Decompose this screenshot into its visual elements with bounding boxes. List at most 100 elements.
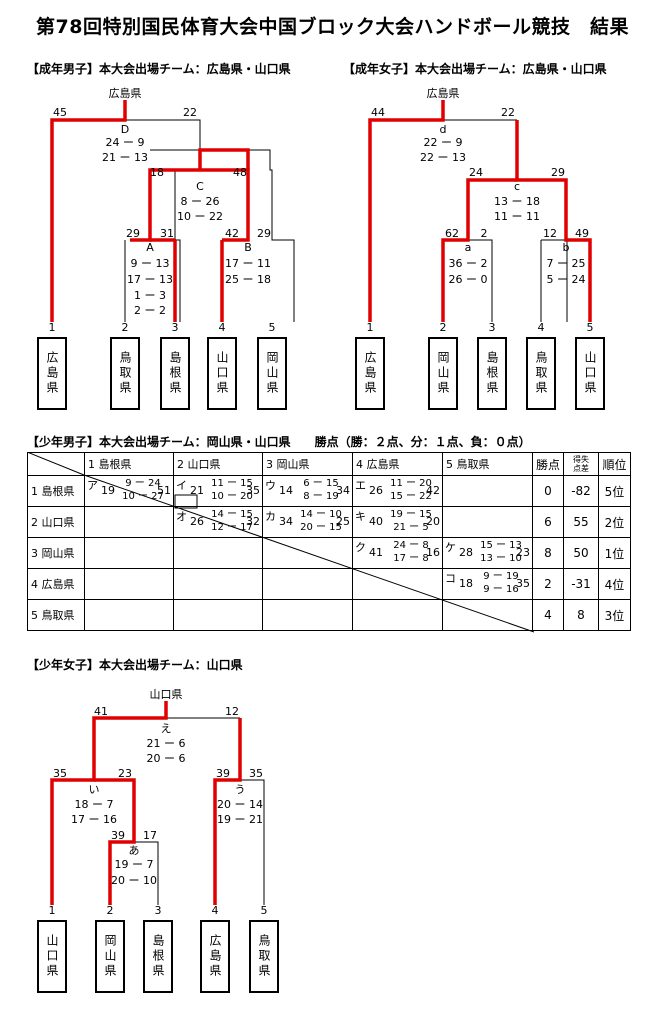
women-adult-match-d-score-1: 22 ー 9 — [424, 136, 463, 149]
row-team-score: 26 — [190, 515, 204, 528]
team-name: 山口県 — [583, 351, 597, 396]
result-cell — [173, 537, 263, 569]
team-box: 広島県 — [37, 337, 67, 410]
row-team-score: 19 — [101, 484, 115, 497]
team-box: 鳥取県 — [249, 920, 279, 993]
row-team-score: 18 — [459, 577, 473, 590]
result-cell — [442, 599, 533, 631]
half-score: 15 ー 22 — [390, 491, 432, 502]
women-adult-heading: 【成年女子】本大会出場チーム：広島県・山口県 — [343, 62, 607, 76]
team-name: 鳥取県 — [118, 351, 132, 396]
team-box: 鳥取県 — [110, 337, 140, 410]
result-cell — [173, 599, 263, 631]
men-adult-match-a-score-3: 1 ー 3 — [134, 289, 166, 302]
team-name: 広島県 — [208, 934, 222, 979]
diff-header-line: 点差 — [573, 464, 589, 473]
men-adult-top-label: 広島県 — [109, 86, 142, 100]
girls-match-e-id: え — [161, 722, 172, 735]
col-team-score: 16 — [426, 546, 440, 559]
half-score: 10 ー 27 — [122, 491, 164, 502]
girls-seed: 3 — [155, 904, 162, 917]
men-adult-match-a-left: 29 — [126, 227, 140, 240]
men-adult-match-c-left: 18 — [150, 166, 164, 179]
men-adult-match-c-score-2: 10 ー 22 — [177, 210, 223, 223]
half-score: 9 ー 16 — [483, 584, 519, 595]
boys-heading: 【少年男子】本大会出場チーム：岡山県・山口県 勝点（勝：２点、分：１点、負：０点… — [27, 435, 531, 449]
women-adult-seed: 3 — [489, 321, 496, 334]
diff-cell: -82 — [563, 475, 599, 507]
girls-seed: 4 — [212, 904, 219, 917]
men-adult-match-a-id: A — [146, 241, 154, 254]
half-scores: 9 ー 19 9 ー 16 — [473, 570, 529, 596]
team-name: 鳥取県 — [534, 351, 548, 396]
diff-cell: 55 — [563, 506, 599, 538]
diff-cell: 8 — [563, 599, 599, 631]
women-adult-match-a-score-2: 26 ー 0 — [449, 273, 488, 286]
rank-cell: 1位 — [598, 537, 631, 569]
half-score: 14 ー 15 — [211, 509, 253, 520]
half-score: 8 ー 19 — [303, 491, 339, 502]
match-code: キ — [355, 510, 366, 523]
team-name: 鳥取県 — [257, 934, 271, 979]
women-adult-seed: 2 — [440, 321, 447, 334]
girls-match-i-id: い — [89, 783, 100, 796]
rank-cell: 2位 — [598, 506, 631, 538]
half-score: 9 ー 19 — [483, 571, 519, 582]
girls-match-e-score-1: 21 ー 6 — [147, 737, 186, 750]
team-name: 広島県 — [363, 351, 377, 396]
team-name: 島根県 — [485, 351, 499, 396]
result-cell — [84, 568, 174, 600]
team-box: 島根県 — [160, 337, 190, 410]
men-adult-match-b-id: B — [244, 241, 252, 254]
men-adult-match-a-right: 31 — [160, 227, 174, 240]
men-adult-heading: 【成年男子】本大会出場チーム：広島県・山口県 — [27, 62, 291, 76]
team-box: 山口県 — [37, 920, 67, 993]
men-adult-match-d-id: D — [121, 123, 129, 136]
girls-match-a-score-2: 20 ー 10 — [111, 874, 157, 887]
girls-top-label: 山口県 — [150, 688, 183, 701]
result-cell — [442, 475, 533, 507]
men-adult-match-d-left: 45 — [53, 106, 67, 119]
men-adult-match-d-score-1: 24 ー 9 — [106, 136, 145, 149]
girls-match-i-score-1: 18 ー 7 — [75, 798, 114, 811]
half-score: 11 ー 20 — [390, 478, 432, 489]
girls-match-u-id: う — [235, 783, 246, 796]
row-team-score: 28 — [459, 546, 473, 559]
col-team-score: 25 — [336, 515, 350, 528]
result-cell — [262, 599, 353, 631]
team-name: 岡山県 — [103, 934, 117, 979]
row-team-score: 14 — [279, 484, 293, 497]
half-score: 19 ー 15 — [390, 509, 432, 520]
match-code: ア — [87, 479, 98, 492]
col-team-score: 23 — [516, 546, 530, 559]
girls-match-e-left: 41 — [94, 705, 108, 718]
women-adult-match-b-right: 49 — [575, 227, 589, 240]
women-adult-match-d-id: d — [440, 123, 447, 136]
points-cell: 2 — [532, 568, 564, 600]
team-box: 岡山県 — [428, 337, 458, 410]
men-adult-seed: 5 — [269, 321, 276, 334]
men-adult-match-d-right: 22 — [183, 106, 197, 119]
match-code: コ — [445, 572, 456, 585]
col-team-score: 34 — [336, 484, 350, 497]
men-adult-seed: 1 — [49, 321, 56, 334]
girls-match-a-left: 39 — [111, 829, 125, 842]
team-box: 山口県 — [207, 337, 237, 410]
women-adult-match-b-id: b — [563, 241, 570, 254]
row-team-score: 21 — [190, 484, 204, 497]
women-adult-match-d-left: 44 — [371, 106, 385, 119]
result-cell — [84, 599, 174, 631]
girls-seed: 1 — [49, 904, 56, 917]
girls-match-i-left: 35 — [53, 767, 67, 780]
points-cell: 4 — [532, 599, 564, 631]
team-name: 岡山県 — [436, 351, 450, 396]
match-code: ク — [355, 541, 366, 554]
women-adult-match-c-score-2: 11 ー 11 — [494, 210, 540, 223]
result-cell — [84, 537, 174, 569]
